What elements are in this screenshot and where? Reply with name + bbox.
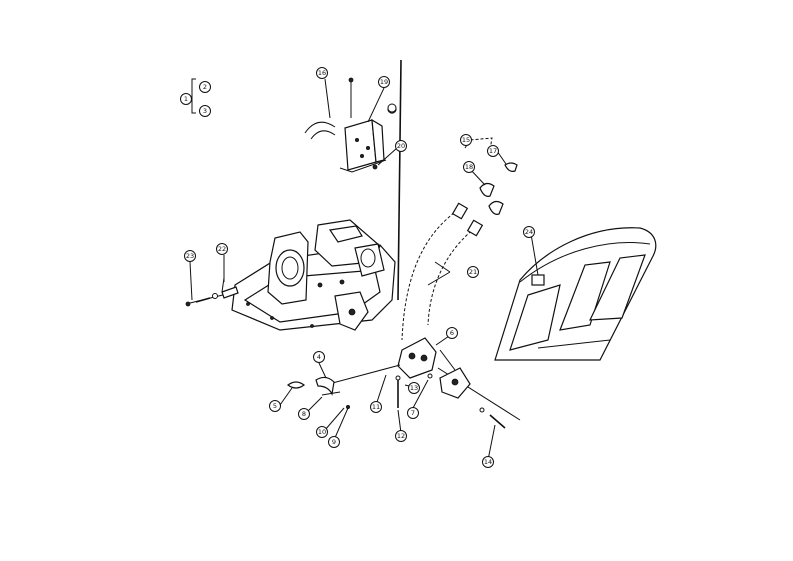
svg-text:24: 24 xyxy=(525,228,533,236)
svg-text:4: 4 xyxy=(317,353,321,361)
svg-text:23: 23 xyxy=(186,252,194,260)
svg-text:15: 15 xyxy=(462,136,470,144)
callout-6: 6 xyxy=(446,327,458,339)
svg-text:16: 16 xyxy=(318,69,326,77)
callout-7: 7 xyxy=(407,407,419,419)
callout-24: 24 xyxy=(523,226,535,238)
cab-frame xyxy=(494,227,657,361)
svg-text:6: 6 xyxy=(450,329,454,337)
valve-assembly xyxy=(324,337,521,429)
callout-14: 14 xyxy=(482,456,494,468)
callout-22: 22 xyxy=(216,243,228,255)
callout-2: 2 xyxy=(199,81,211,93)
hoses xyxy=(401,137,518,341)
small-parts xyxy=(286,376,350,409)
callout-18: 18 xyxy=(463,161,475,173)
svg-text:9: 9 xyxy=(332,438,336,446)
callout-1: 1 xyxy=(180,93,192,105)
callout-17: 17 xyxy=(487,145,499,157)
svg-text:7: 7 xyxy=(411,409,415,417)
svg-text:3: 3 xyxy=(203,107,207,115)
callout-19: 19 xyxy=(378,76,390,88)
svg-text:21: 21 xyxy=(469,268,477,276)
svg-text:5: 5 xyxy=(273,402,277,410)
svg-text:2: 2 xyxy=(203,83,207,91)
callout-21: 21 xyxy=(467,266,479,278)
callout-16: 16 xyxy=(316,67,328,79)
callout-20: 20 xyxy=(395,140,407,152)
left-bolts xyxy=(185,277,239,307)
svg-text:8: 8 xyxy=(302,410,306,418)
callout-23: 23 xyxy=(184,250,196,262)
svg-text:20: 20 xyxy=(397,142,405,150)
svg-text:14: 14 xyxy=(484,458,492,466)
callout-5: 5 xyxy=(269,400,281,412)
svg-text:19: 19 xyxy=(380,78,388,86)
callout-25 xyxy=(387,103,397,113)
callout-15: 15 xyxy=(460,134,472,146)
vertical-rod xyxy=(397,59,402,301)
svg-text:10: 10 xyxy=(318,428,326,436)
callout-3: 3 xyxy=(199,105,211,117)
transmission-housing xyxy=(231,219,396,331)
callout-11: 11 xyxy=(370,401,382,413)
svg-text:22: 22 xyxy=(218,245,226,253)
callout-8: 8 xyxy=(298,408,310,420)
svg-text:12: 12 xyxy=(397,432,405,440)
callout-4: 4 xyxy=(313,351,325,363)
callout-12: 12 xyxy=(395,430,407,442)
callout-10: 10 xyxy=(316,426,328,438)
svg-text:13: 13 xyxy=(410,384,418,392)
callout-13: 13 xyxy=(408,382,420,394)
svg-text:17: 17 xyxy=(489,147,497,155)
svg-text:18: 18 xyxy=(465,163,473,171)
svg-text:1: 1 xyxy=(184,95,188,103)
callout-9: 9 xyxy=(328,436,340,448)
svg-text:11: 11 xyxy=(372,403,380,411)
